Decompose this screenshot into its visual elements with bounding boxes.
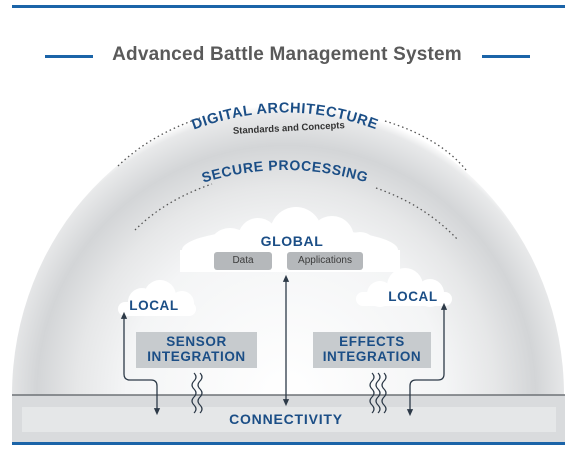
arc-inner-right xyxy=(375,187,459,241)
top-rule xyxy=(12,5,565,8)
arc-outer-left xyxy=(117,117,201,167)
bottom-rule xyxy=(12,442,565,445)
title-rule-left xyxy=(45,55,93,58)
effects-integration-box: EFFECTS INTEGRATION xyxy=(313,332,431,368)
data-pill: Data xyxy=(214,252,272,270)
sensor-signal-waves xyxy=(191,372,203,414)
page-title: Advanced Battle Management System xyxy=(112,44,462,65)
global-label: GLOBAL xyxy=(260,233,324,249)
title-bar: Advanced Battle Management System xyxy=(0,42,572,70)
sensor-integration-line1: SENSOR xyxy=(166,334,227,349)
effects-integration-line2: INTEGRATION xyxy=(322,349,422,364)
left-loop-arrow xyxy=(120,311,161,416)
effects-signal-waves xyxy=(369,372,387,414)
local-right-label: LOCAL xyxy=(388,289,438,304)
effects-integration-line1: EFFECTS xyxy=(339,334,405,349)
connectivity-label: CONNECTIVITY xyxy=(229,411,343,427)
local-right-cloud xyxy=(356,268,452,307)
right-loop-arrow xyxy=(406,302,448,417)
local-left-label: LOCAL xyxy=(129,298,179,313)
applications-pill: Applications xyxy=(287,252,363,270)
sensor-integration-line2: INTEGRATION xyxy=(147,349,246,364)
sensor-integration-box: SENSOR INTEGRATION xyxy=(136,332,257,368)
title-rule-right xyxy=(482,55,530,58)
